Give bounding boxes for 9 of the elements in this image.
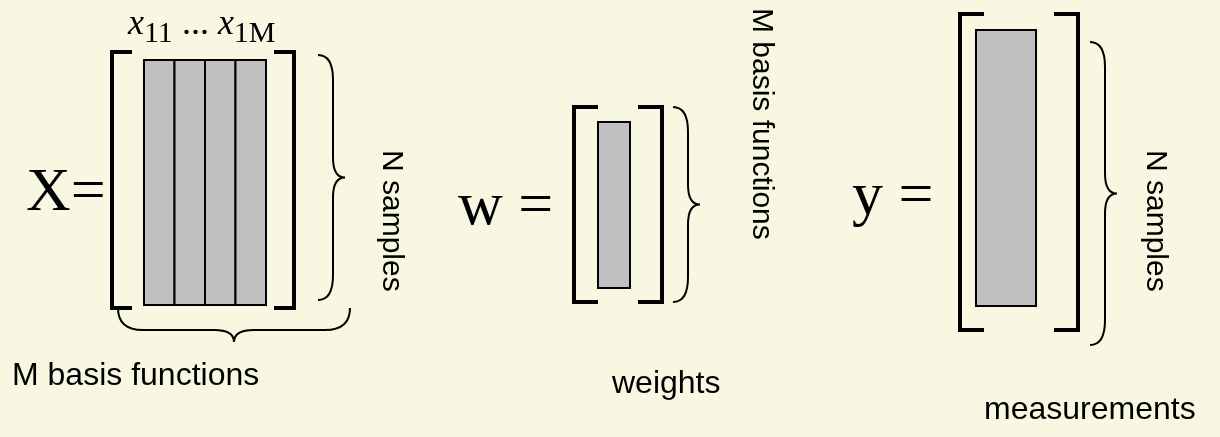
matrix-symbol: X= <box>26 158 106 220</box>
dimension-label: M basis functions <box>12 358 260 390</box>
vector-caption: measurements <box>984 392 1196 424</box>
matrix-entry-label: x$_{11}$ ... x$_{1M}$ <box>128 4 276 48</box>
vector-caption: weights <box>612 366 721 398</box>
dimension-label: N samples <box>378 150 408 292</box>
vector-symbol: w = <box>458 172 554 234</box>
dimension-label: M basis functions <box>748 8 778 240</box>
dimension-label: N samples <box>1142 150 1172 292</box>
